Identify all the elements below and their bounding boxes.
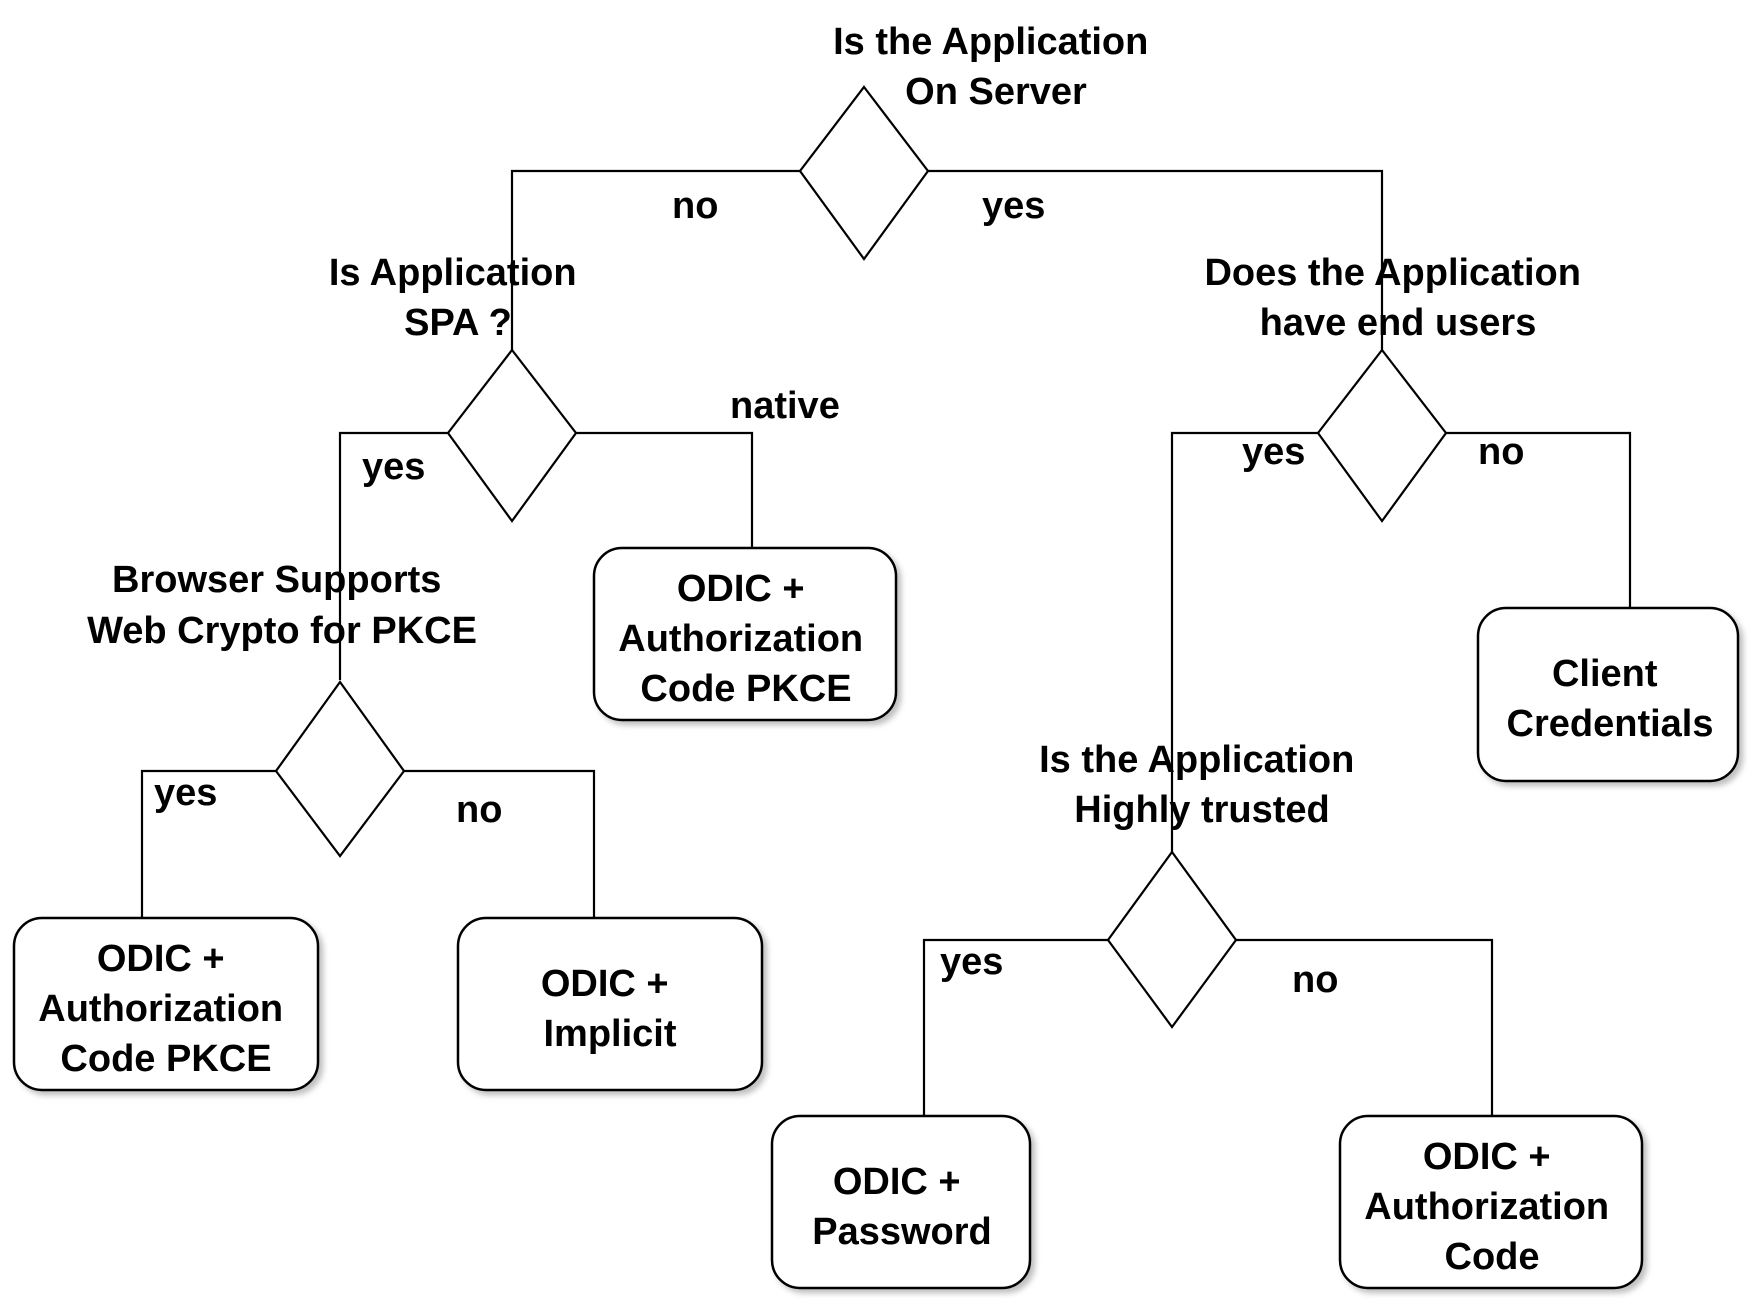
outcome-password-label: ODIC + Password (812, 1161, 992, 1253)
question-on-server: Is the Application On Server (833, 21, 1159, 113)
question-is-spa-line1: Is Application (329, 252, 577, 294)
outcome-client-credentials-line1: Client (1552, 653, 1658, 695)
question-highly-trusted: Is the Application Highly trusted (1039, 739, 1365, 831)
edge-label-spa-native: native (730, 385, 840, 427)
question-is-spa-line2: SPA ? (404, 302, 512, 344)
question-web-crypto: Browser Supports Web Crypto for PKCE (87, 559, 477, 652)
outcome-implicit-line1: ODIC + (541, 963, 669, 1005)
outcome-auth-code-label: ODIC + Authorization Code (1364, 1136, 1619, 1278)
connector-on-server-no (510, 169, 800, 350)
outcome-native-pkce-label: ODIC + Authorization Code PKCE (618, 568, 873, 710)
edge-label-web-crypto-yes: yes (154, 772, 217, 814)
connector-on-server-yes (928, 169, 1384, 350)
outcome-auth-code-line3: Code (1445, 1236, 1540, 1278)
decision-diamond-web-crypto (274, 680, 406, 858)
outcome-box-client-credentials (1476, 606, 1740, 783)
connector-spa-native (576, 431, 754, 548)
outcome-client-credentials-line2: Credentials (1507, 703, 1714, 745)
question-end-users: Does the Application have end users (1204, 252, 1591, 344)
question-highly-trusted-line1: Is the Application (1039, 739, 1354, 781)
decision-diamond-end-users (1316, 348, 1448, 523)
decision-diamond-is-spa (446, 348, 578, 523)
question-highly-trusted-line2: Highly trusted (1074, 789, 1329, 831)
outcome-native-pkce-line1: ODIC + (677, 568, 805, 610)
connector-end-users-no (1446, 431, 1632, 608)
outcome-implicit-line2: Implicit (543, 1013, 676, 1055)
edge-label-on-server-yes: yes (982, 185, 1045, 227)
outcome-native-pkce-line2: Authorization (618, 618, 863, 660)
outcome-spa-pkce-line3: Code PKCE (60, 1038, 271, 1080)
edge-label-on-server-no: no (672, 185, 718, 227)
connector-end-users-yes (1170, 431, 1318, 852)
outcome-password-line2: Password (812, 1211, 992, 1253)
question-web-crypto-line1: Browser Supports (112, 559, 441, 601)
question-on-server-line1: Is the Application (833, 21, 1148, 63)
outcome-box-implicit (456, 916, 764, 1092)
edge-label-trusted-no: no (1292, 959, 1338, 1001)
outcome-password-line1: ODIC + (833, 1161, 961, 1203)
question-is-spa: Is Application SPA ? (329, 252, 587, 344)
outcome-box-password (770, 1114, 1032, 1290)
question-on-server-line2: On Server (905, 71, 1087, 113)
edge-label-trusted-yes: yes (940, 941, 1003, 983)
question-end-users-line2: have end users (1260, 302, 1537, 344)
outcome-spa-pkce-line1: ODIC + (97, 938, 225, 980)
outcome-implicit-label: ODIC + Implicit (541, 963, 679, 1055)
question-web-crypto-line2: Web Crypto for PKCE (87, 610, 477, 652)
connector-lines (140, 169, 1632, 1116)
edge-label-web-crypto-no: no (456, 789, 502, 831)
connector-trusted-no (1236, 938, 1494, 1116)
outcome-box-auth-code (1338, 1114, 1644, 1290)
edge-label-spa-yes: yes (362, 446, 425, 488)
outcome-spa-pkce-line2: Authorization (38, 988, 283, 1030)
connector-web-crypto-yes (140, 769, 276, 918)
outcome-box-native-pkce (592, 546, 898, 722)
edge-label-end-users-yes: yes (1242, 431, 1305, 473)
outcome-spa-pkce-label: ODIC + Authorization Code PKCE (38, 938, 293, 1080)
decision-diamond-trusted (1106, 850, 1238, 1029)
question-end-users-line1: Does the Application (1204, 252, 1581, 294)
outcome-auth-code-line2: Authorization (1364, 1186, 1609, 1228)
outcome-client-credentials-label: Client Credentials (1507, 653, 1714, 745)
outcome-box-spa-pkce (12, 916, 320, 1092)
decision-diamond-on-server (798, 85, 930, 261)
edge-label-end-users-no: no (1478, 431, 1524, 473)
connector-trusted-yes (922, 938, 1108, 1116)
connector-web-crypto-no (404, 769, 596, 918)
outcome-native-pkce-line3: Code PKCE (640, 668, 851, 710)
connector-spa-yes (338, 431, 448, 680)
outcome-auth-code-line1: ODIC + (1423, 1136, 1551, 1178)
